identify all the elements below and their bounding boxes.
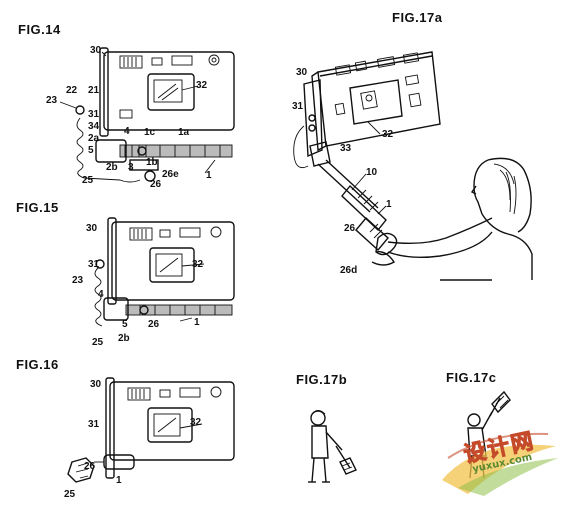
fig14-label: 22 — [66, 85, 78, 96]
fig17b-title: FIG.17b — [296, 372, 348, 387]
fig15-label: 23 — [72, 275, 84, 286]
fig17a-title: FIG.17a — [392, 10, 443, 25]
fig16-title: FIG.16 — [16, 357, 59, 372]
fig16-label: 31 — [88, 419, 100, 430]
fig15-label: 32 — [192, 259, 204, 270]
fig14-title: FIG.14 — [18, 22, 61, 37]
fig14-label: 32 — [196, 80, 208, 91]
fig14-label: 26e — [162, 169, 179, 180]
fig14-label: 3 — [128, 162, 134, 173]
fig15-label: 5 — [122, 319, 128, 330]
fig14-label: 5 — [88, 145, 94, 156]
fig15-label: 2b — [118, 333, 130, 344]
fig14-label: 2a — [88, 133, 100, 144]
fig15-label: 30 — [86, 223, 98, 234]
leader-lines — [59, 51, 387, 429]
fig14-label: 31 — [88, 109, 100, 120]
fig14-label: 1a — [178, 127, 190, 138]
fig14-label: 1c — [144, 127, 156, 138]
fig17a-label: 1 — [386, 199, 392, 210]
fig15-label: 4 — [98, 289, 104, 300]
fig14-label: 30 — [90, 45, 102, 56]
fig16-label: 25 — [64, 489, 76, 500]
fig17a-label: 10 — [366, 167, 378, 178]
fig16-drawing — [67, 377, 235, 483]
fig17a-label: 31 — [292, 101, 304, 112]
fig14-label: 34 — [88, 121, 100, 132]
fig15-title: FIG.15 — [16, 200, 59, 215]
fig14-drawing — [75, 47, 235, 183]
fig14-label: 4 — [124, 126, 130, 137]
fig17a-label: 26d — [340, 265, 358, 276]
fig14-label: 25 — [82, 175, 94, 186]
fig15-label: 31 — [88, 259, 100, 270]
watermark-swoosh — [442, 432, 558, 496]
fig15-label: 25 — [92, 337, 104, 348]
fig14-label: 21 — [88, 85, 100, 96]
fig15-label: 1 — [194, 317, 200, 328]
fig17c-title: FIG.17c — [446, 370, 497, 385]
fig15-drawing — [94, 217, 235, 327]
fig14-label: 2b — [106, 162, 118, 173]
fig16-label: 32 — [190, 417, 202, 428]
fig17a-drawing — [293, 51, 533, 281]
fig14-label: 1 — [206, 170, 212, 181]
fig14-label: 23 — [46, 95, 58, 106]
fig17a-label: 32 — [382, 129, 394, 140]
fig17a-label: 26 — [344, 223, 356, 234]
fig17a-label: 30 — [296, 67, 308, 78]
fig15-label: 26 — [148, 319, 160, 330]
fig14-label: 1b — [146, 157, 158, 168]
fig16-label: 1 — [116, 475, 122, 486]
fig16-label: 30 — [90, 379, 102, 390]
fig17a-label: 33 — [340, 143, 352, 154]
fig17b-drawing — [308, 410, 357, 483]
fig16-label: 26 — [84, 461, 96, 472]
fig14-label: 26 — [150, 179, 162, 190]
